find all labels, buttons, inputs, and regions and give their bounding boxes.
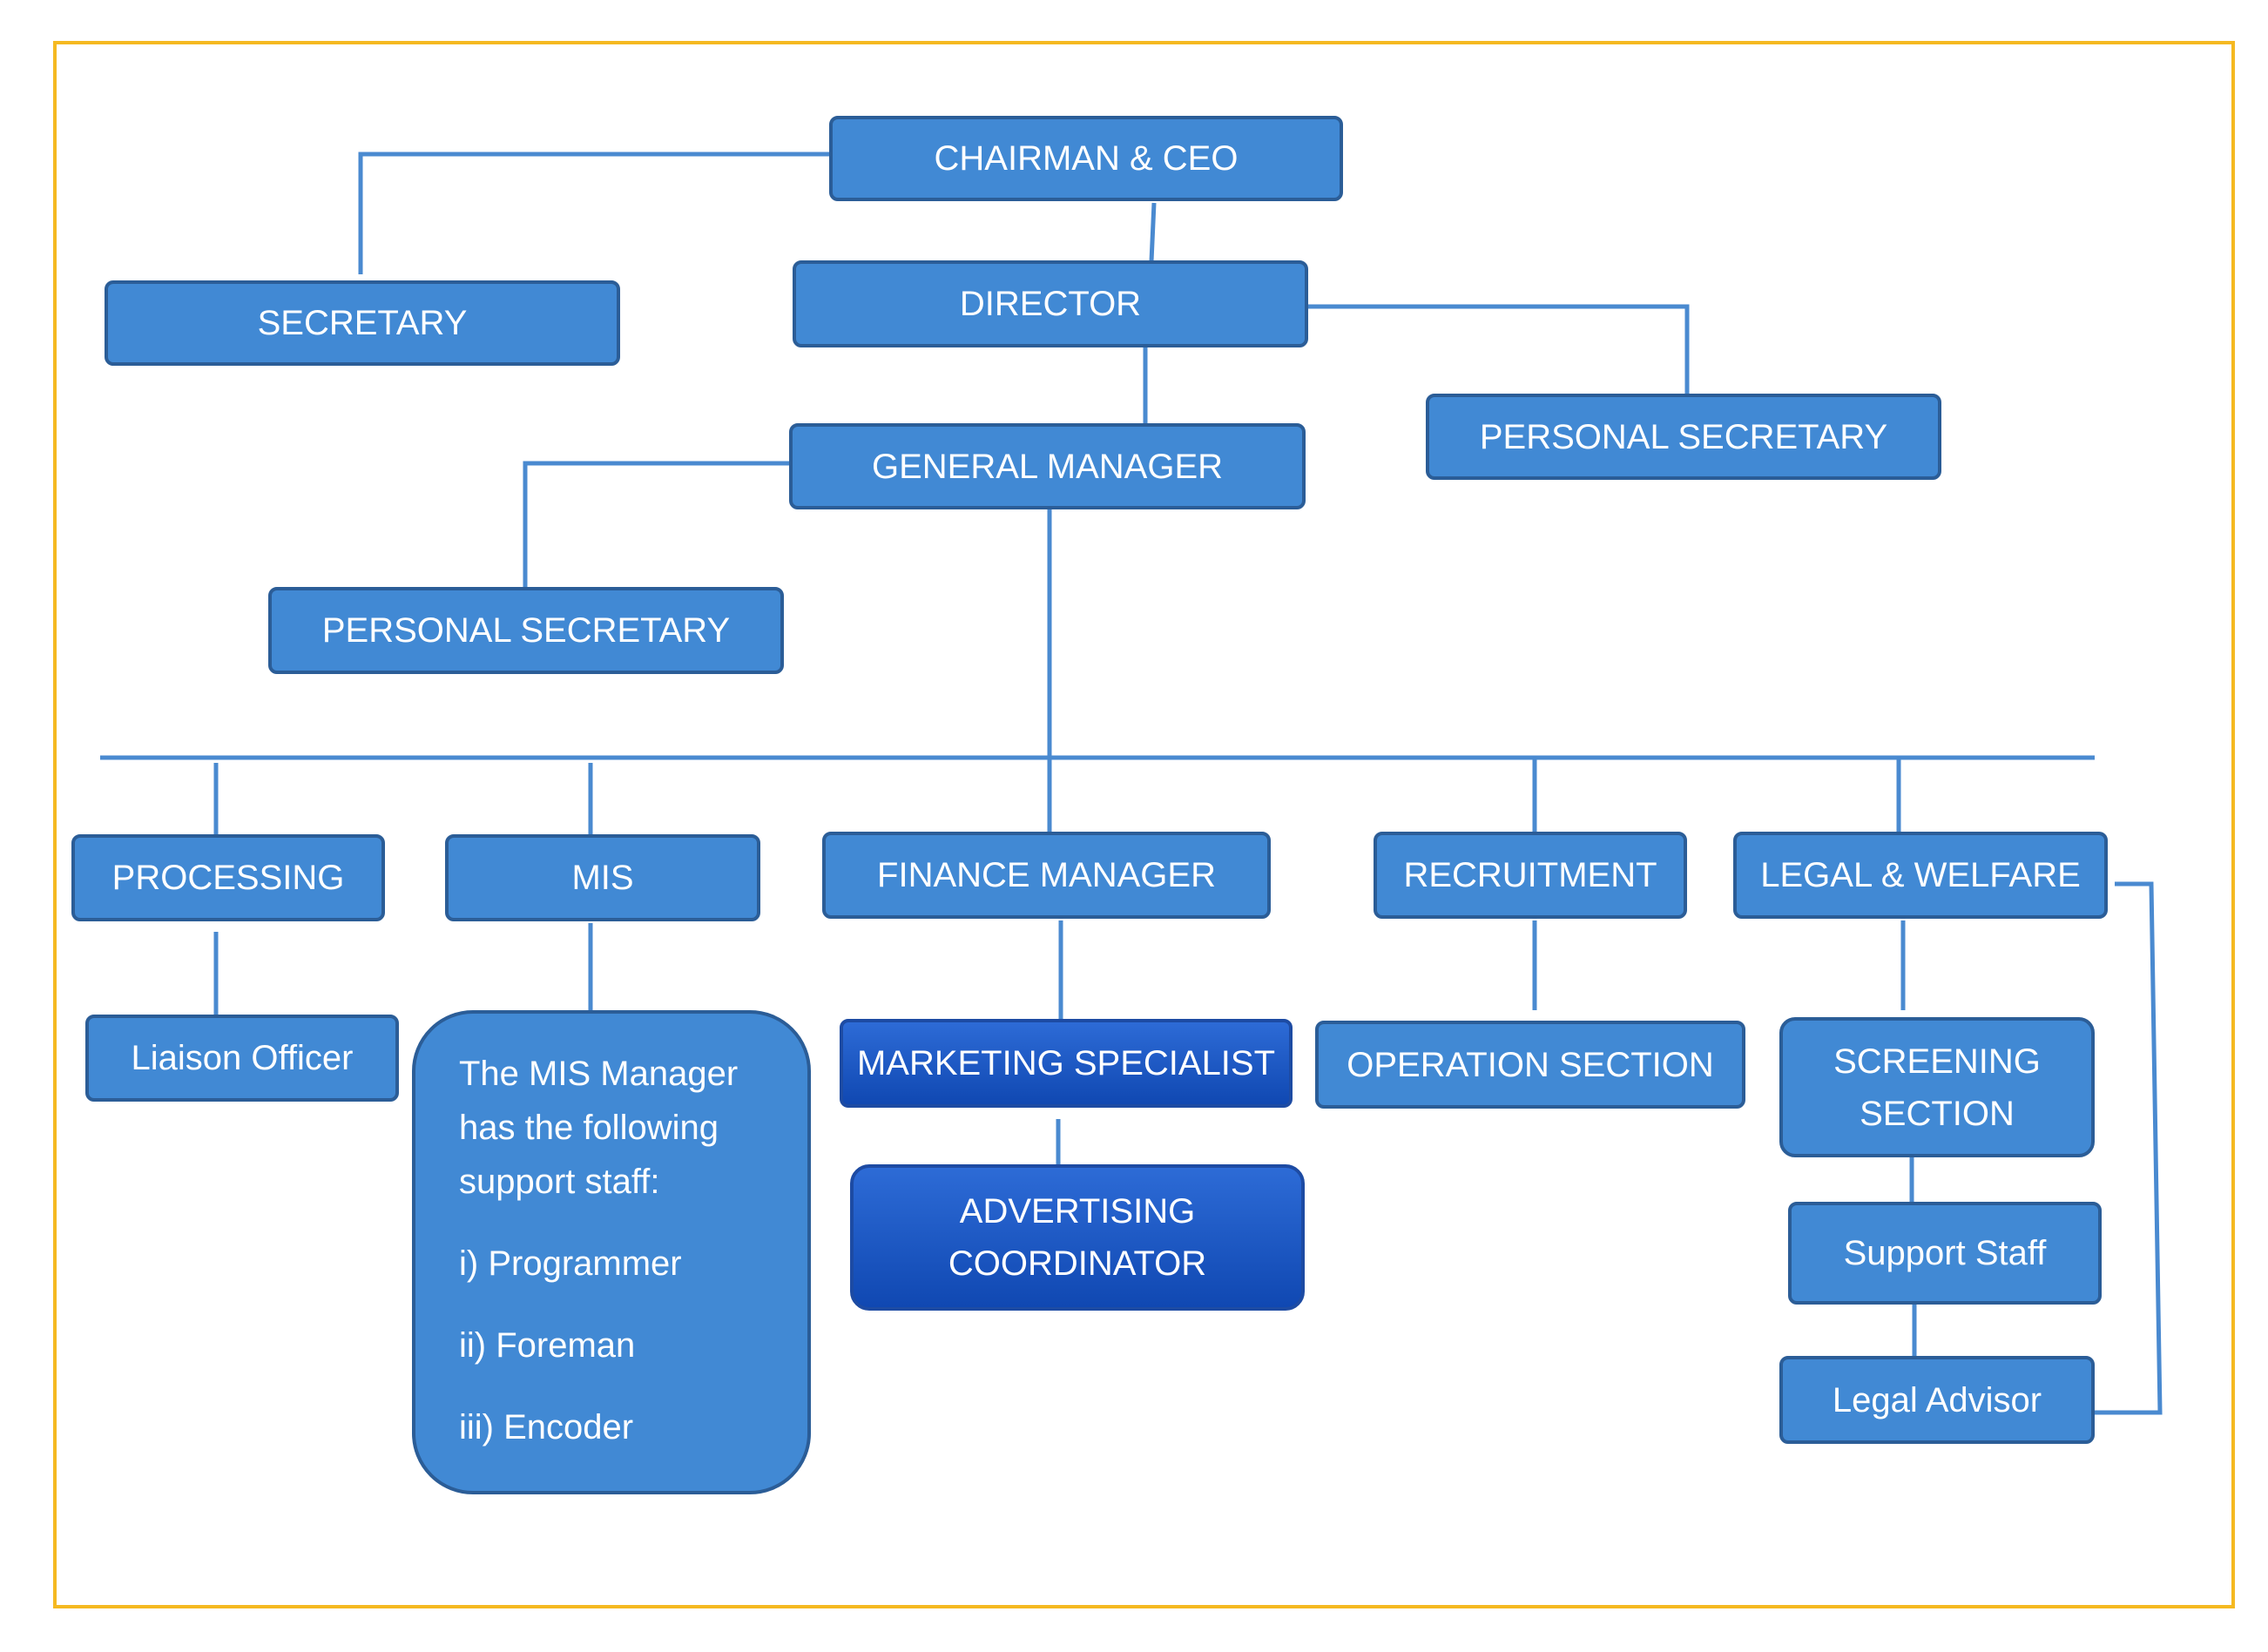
chairman-ceo-box: CHAIRMAN & CEO [829, 116, 1343, 201]
legal-advisor-label: Legal Advisor [1832, 1380, 2042, 1419]
secretary-label: SECRETARY [257, 304, 468, 342]
personal-secretary-gm-label: PERSONAL SECRETARY [321, 611, 731, 650]
screening-section-box: SCREENING SECTION [1779, 1017, 2095, 1157]
legal-welfare-label: LEGAL & WELFARE [1760, 856, 2081, 894]
marketing-specialist-label: MARKETING SPECIALIST [856, 1044, 1276, 1082]
screening-label-line-2: SECTION [1860, 1094, 2015, 1133]
finance-manager-box: FINANCE MANAGER [822, 832, 1271, 919]
personal-secretary-gm-box: PERSONAL SECRETARY [268, 587, 784, 674]
marketing-specialist-box: MARKETING SPECIALIST [840, 1019, 1293, 1108]
mis-note-line-2: has the following [459, 1109, 719, 1147]
chairman-ceo-label: CHAIRMAN & CEO [934, 139, 1239, 178]
liaison-officer-label: Liaison Officer [131, 1039, 354, 1077]
secretary-box: SECRETARY [105, 280, 620, 366]
support-staff-label: Support Staff [1843, 1234, 2047, 1272]
director-label: DIRECTOR [959, 285, 1142, 323]
director-box: DIRECTOR [793, 260, 1308, 347]
mis-note-line-3: support staff: [459, 1163, 660, 1201]
advertising-coordinator-box: ADVERTISING COORDINATOR [850, 1164, 1305, 1311]
chart-frame [53, 41, 2235, 1608]
mis-label: MIS [571, 859, 634, 897]
screening-label-line-1: SCREENING [1833, 1042, 2041, 1081]
finance-manager-label: FINANCE MANAGER [877, 856, 1216, 894]
general-manager-label: GENERAL MANAGER [871, 447, 1224, 486]
operation-section-box: OPERATION SECTION [1315, 1021, 1745, 1109]
general-manager-box: GENERAL MANAGER [789, 423, 1306, 509]
advertising-label-line-2: COORDINATOR [948, 1244, 1207, 1283]
mis-support-staff-note: The MIS Manager has the following suppor… [412, 1010, 811, 1494]
connector-ceo-director [1149, 202, 1157, 262]
personal-secretary-director-label: PERSONAL SECRETARY [1479, 417, 1888, 456]
connector-ceo-secretary [358, 152, 832, 274]
support-staff-box: Support Staff [1788, 1202, 2102, 1305]
mis-note-text: The MIS Manager has the following suppor… [459, 1047, 738, 1454]
mis-note-item-encoder: iii) Encoder [459, 1408, 634, 1446]
processing-label: PROCESSING [111, 859, 345, 897]
processing-box: PROCESSING [71, 834, 385, 921]
operation-section-label: OPERATION SECTION [1347, 1045, 1714, 1084]
legal-advisor-box: Legal Advisor [1779, 1356, 2095, 1444]
recruitment-box: RECRUITMENT [1374, 832, 1687, 919]
connector-legal-bracket [2095, 881, 2163, 1415]
connector-gm-personal-secretary [523, 461, 793, 590]
screening-section-label: SCREENING SECTION [1833, 1035, 2041, 1140]
legal-welfare-box: LEGAL & WELFARE [1733, 832, 2108, 919]
recruitment-label: RECRUITMENT [1403, 856, 1657, 894]
liaison-officer-box: Liaison Officer [85, 1015, 399, 1102]
mis-note-line-1: The MIS Manager [459, 1055, 739, 1093]
mis-box: MIS [445, 834, 760, 921]
mis-note-item-foreman: ii) Foreman [459, 1326, 636, 1365]
advertising-coordinator-label: ADVERTISING COORDINATOR [948, 1185, 1206, 1290]
mis-note-item-programmer: i) Programmer [459, 1244, 682, 1283]
personal-secretary-director-box: PERSONAL SECRETARY [1426, 394, 1941, 480]
advertising-label-line-1: ADVERTISING [959, 1192, 1196, 1231]
connector-director-personal-secretary [1308, 304, 1690, 396]
